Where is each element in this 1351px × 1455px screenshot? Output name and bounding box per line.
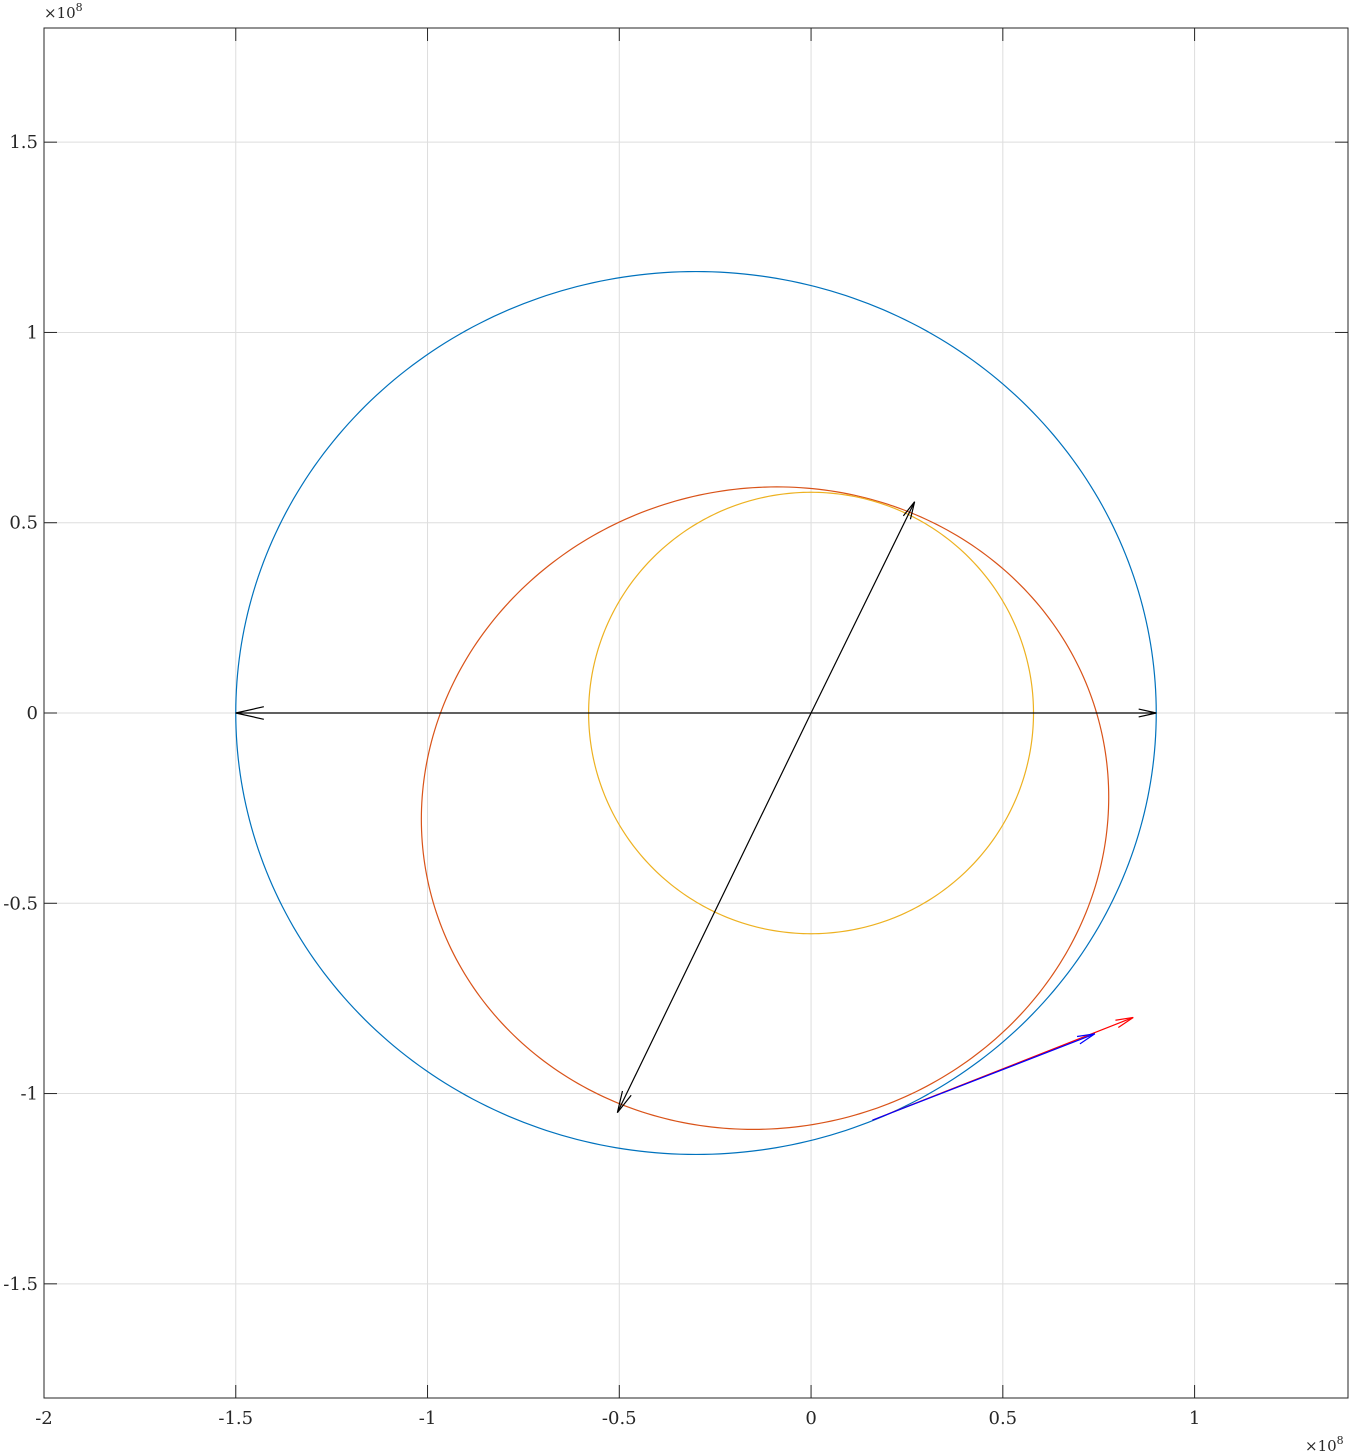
arrow-head bbox=[1115, 1016, 1134, 1029]
y-tick-label: -0.5 bbox=[3, 893, 38, 914]
x-tick-label: 0 bbox=[805, 1408, 816, 1429]
y-tick-label: -1.5 bbox=[3, 1274, 38, 1295]
arrow-head bbox=[902, 501, 916, 520]
axis-ticks: -2 -1.5 -1 -0.5 0 0.5 1 -1.5 -1 -0.5 0 0.5 1 1.5 bbox=[3, 28, 1348, 1429]
velocity-arrow-blue bbox=[872, 1033, 1096, 1121]
arrow-upper-right bbox=[810, 501, 916, 714]
arrow-right-periapsis bbox=[811, 708, 1157, 718]
y-tick-label: -1 bbox=[20, 1084, 38, 1105]
arrow-shaft bbox=[810, 501, 916, 714]
arrow-head bbox=[1138, 708, 1157, 718]
y-tick-label: 0 bbox=[27, 703, 38, 724]
y-tick-label: 1 bbox=[27, 322, 38, 343]
series-layer bbox=[235, 270, 1157, 1156]
arrow-head bbox=[616, 1090, 632, 1113]
x-tick-label: -1 bbox=[419, 1408, 437, 1429]
y-exponent-label: ×108 bbox=[44, 1, 83, 22]
arrow-head bbox=[1076, 1033, 1096, 1045]
transfer-orbit-ellipse bbox=[420, 486, 1110, 1130]
x-tick-label: -0.5 bbox=[602, 1408, 637, 1429]
x-tick-label: -2 bbox=[35, 1408, 53, 1429]
x-tick-label: -1.5 bbox=[218, 1408, 253, 1429]
y-tick-label: 0.5 bbox=[9, 513, 38, 534]
arrow-lower-left bbox=[616, 712, 812, 1113]
arrow-shaft bbox=[616, 712, 812, 1113]
x-tick-label: 1 bbox=[1189, 1408, 1200, 1429]
y-tick-label: 1.5 bbox=[9, 132, 38, 153]
arrow-head bbox=[235, 706, 264, 720]
x-exponent-label: ×108 bbox=[1305, 1434, 1344, 1455]
arrow-left-apoapsis bbox=[235, 706, 812, 720]
arrow-shaft bbox=[872, 1033, 1096, 1121]
x-tick-label: 0.5 bbox=[989, 1408, 1018, 1429]
